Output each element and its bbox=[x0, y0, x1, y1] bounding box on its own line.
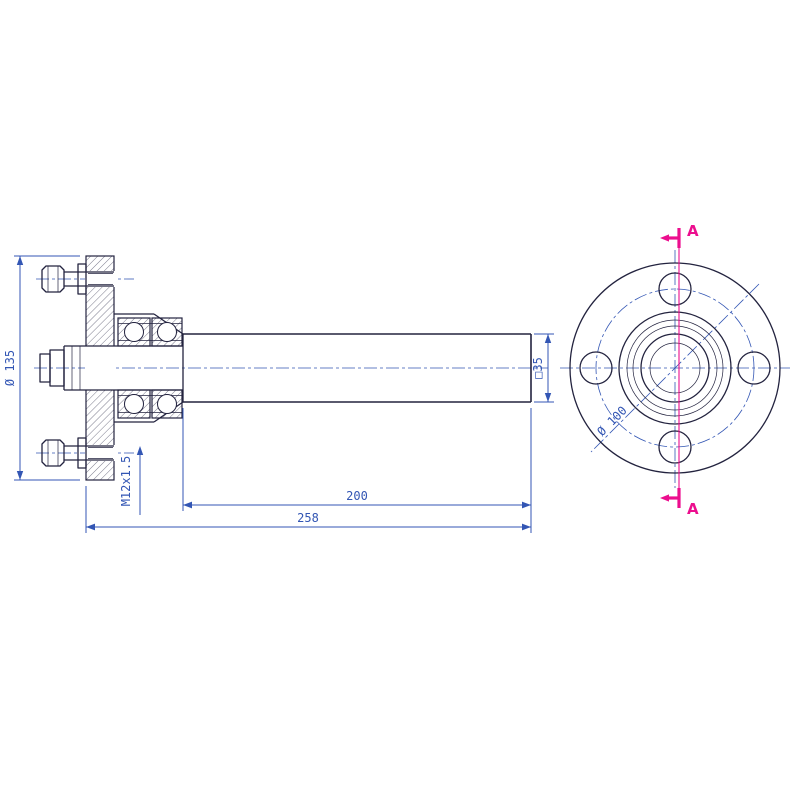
front-centerlines bbox=[560, 250, 790, 488]
dimension-shaft-square: □35 bbox=[531, 333, 554, 403]
section-view bbox=[34, 255, 548, 481]
dimension-stud-thread: M12x1.5 bbox=[119, 446, 144, 515]
wheel-stud-top bbox=[41, 265, 114, 293]
section-line-A-A: A A bbox=[660, 222, 699, 518]
bearing-ball bbox=[124, 394, 144, 414]
stud-boss-top bbox=[77, 263, 87, 295]
dim-label-stud-thread: M12x1.5 bbox=[119, 456, 133, 507]
dim-label-overall-length: 258 bbox=[297, 511, 319, 525]
axle-shaft bbox=[183, 333, 532, 403]
ball-bearings bbox=[117, 317, 183, 419]
dim-label-shaft-square: □35 bbox=[531, 357, 545, 379]
dust-cap bbox=[39, 353, 51, 383]
dimension-shaft-length: 200 bbox=[182, 408, 532, 533]
bolt-hole-right bbox=[737, 351, 771, 385]
dim-label-shaft-length: 200 bbox=[346, 489, 368, 503]
dimension-overall-length: 258 bbox=[85, 486, 531, 533]
bearing-ball bbox=[157, 322, 177, 342]
bolt-holes bbox=[579, 272, 771, 464]
spindle-end bbox=[39, 345, 183, 391]
bearing-ball bbox=[124, 322, 144, 342]
dimension-flange-diameter: Ø 135 bbox=[3, 255, 80, 481]
bolt-hole-bottom bbox=[658, 430, 692, 464]
dim-label-flange-diameter: Ø 135 bbox=[3, 350, 17, 386]
bolt-hole-left bbox=[579, 351, 613, 385]
dim-label-bolt-circle: Ø 100 bbox=[594, 403, 629, 438]
flange-outer-circle bbox=[569, 262, 781, 474]
section-label-bottom: A bbox=[687, 500, 699, 518]
dimensions: Ø 135 □35 200 258 bbox=[3, 255, 554, 533]
bolt-circle bbox=[595, 288, 755, 448]
wheel-stud-bottom bbox=[41, 439, 114, 467]
stud-boss-bottom bbox=[77, 437, 87, 469]
bearing-ball bbox=[157, 394, 177, 414]
front-view: Ø 100 A A bbox=[560, 222, 790, 518]
section-label-top: A bbox=[687, 222, 699, 240]
flange-circles bbox=[569, 262, 781, 474]
hub-flange-section bbox=[77, 255, 115, 481]
bolt-hole-top bbox=[658, 272, 692, 306]
